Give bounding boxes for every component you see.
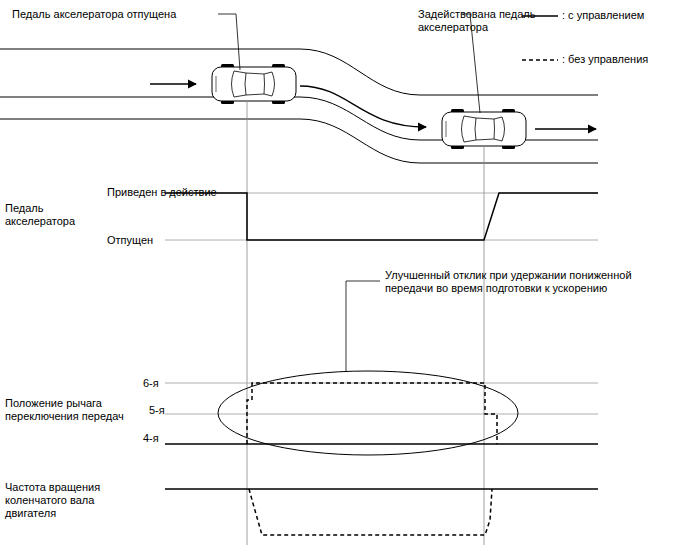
gear-label: 4-я <box>143 432 173 445</box>
label: Задействована педаль акселератора <box>418 8 548 34</box>
gear-signal-solid <box>165 443 598 445</box>
grid-lines <box>165 193 598 414</box>
motion-arrow <box>300 86 426 127</box>
gear-signal-dashed <box>247 383 497 444</box>
road <box>0 49 598 163</box>
axis-label: Положение рычага переключения передач <box>5 397 140 423</box>
level-label: Приведен в действие <box>107 186 217 199</box>
legend-sample-dashed <box>522 59 558 61</box>
engine-signal-solid <box>165 488 598 490</box>
legend-text: : с управлением <box>562 9 644 22</box>
reference-line <box>484 146 485 545</box>
motion-arrow <box>535 128 596 129</box>
axis-label: Частота вращения коленчатого вала двигат… <box>5 481 145 520</box>
axis-label: Педаль акселератора <box>5 202 105 228</box>
label: Педаль акселератора отпущена <box>12 8 222 21</box>
legend-text: : без управления <box>562 53 648 66</box>
leader-line <box>346 281 380 371</box>
motion-arrow <box>150 83 196 84</box>
callout-ellipse <box>218 371 518 455</box>
gear-label: 5-я <box>149 404 179 417</box>
level-label: Отпущен <box>107 234 187 247</box>
engine-signal-dashed <box>249 489 492 535</box>
gear-label: 6-я <box>143 377 173 390</box>
leader-line <box>218 14 240 70</box>
reference-line <box>247 100 248 545</box>
callout-text: Улучшенный отклик при удержании пониженн… <box>385 269 655 295</box>
pedal-signal <box>165 193 598 240</box>
